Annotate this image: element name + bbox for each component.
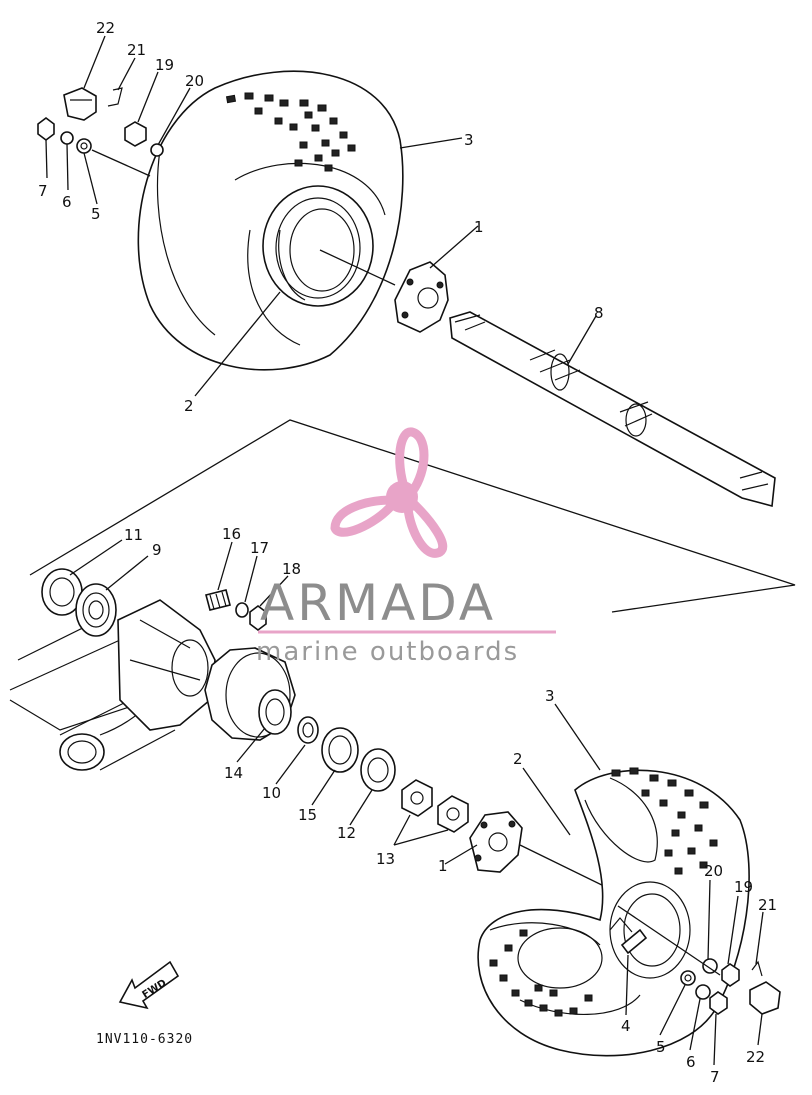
label-20-lower: 20	[704, 862, 723, 880]
label-4: 4	[621, 1017, 631, 1035]
armada-watermark: ARMADA marine outboards	[256, 427, 556, 667]
brake-hub-part-14	[204, 647, 296, 741]
hub-part-1-upper	[394, 261, 449, 333]
collar-part-10	[297, 716, 319, 744]
watermark-tagline: marine outboards	[256, 637, 519, 667]
axle-housing	[117, 599, 216, 731]
label-10: 10	[262, 784, 281, 802]
label-12: 12	[337, 824, 356, 842]
label-9: 9	[152, 541, 162, 559]
label-18: 18	[282, 560, 301, 578]
label-6-upper: 6	[62, 193, 72, 211]
label-22-upper: 22	[96, 19, 115, 37]
label-17: 17	[250, 539, 269, 557]
label-2-upper: 2	[184, 397, 194, 415]
label-8: 8	[594, 304, 604, 322]
label-1-lower: 1	[438, 857, 448, 875]
label-21-lower: 21	[758, 896, 777, 914]
stud-part-4	[620, 928, 648, 955]
axle-part-8	[449, 311, 776, 508]
label-13: 13	[376, 850, 395, 868]
label-15: 15	[298, 806, 317, 824]
label-3-lower: 3	[545, 687, 555, 705]
label-2-lower: 2	[513, 750, 523, 768]
tire-part-3-lower	[477, 767, 750, 1057]
seal-part-12	[360, 748, 396, 792]
bearing-part-9	[75, 583, 117, 637]
label-7-lower: 7	[710, 1068, 720, 1086]
upper-wheel-assembly	[37, 35, 776, 508]
hardware-16-17-18	[205, 589, 267, 631]
label-6-lower: 6	[686, 1053, 696, 1071]
label-19-upper: 19	[155, 56, 174, 74]
drawing-code: 1NV110-6320	[96, 1032, 193, 1047]
label-7-upper: 7	[38, 182, 48, 200]
hub-part-1-lower	[469, 811, 613, 891]
label-3-upper: 3	[464, 131, 474, 149]
lower-axle-housing-assembly	[9, 568, 469, 833]
cap-part-22-upper	[63, 87, 97, 121]
label-21-upper: 21	[127, 41, 146, 59]
label-16: 16	[222, 525, 241, 543]
leader-lines-upper	[45, 35, 597, 397]
label-14: 14	[224, 764, 243, 782]
leader-lines-lower	[69, 539, 764, 1066]
label-5-upper: 5	[91, 205, 101, 223]
assembly-frame	[29, 419, 796, 613]
watermark-brand: ARMADA	[260, 574, 496, 632]
nuts-part-13	[401, 779, 469, 833]
label-5-lower: 5	[656, 1038, 666, 1056]
hardware-parts-upper	[37, 87, 164, 157]
tire-part-3-upper	[137, 70, 404, 371]
label-22-lower: 22	[746, 1048, 765, 1066]
label-1-upper: 1	[474, 218, 484, 236]
fwd-arrow-icon: FWD	[118, 960, 180, 1010]
cap-part-22-lower	[749, 981, 781, 1015]
label-20-upper: 20	[185, 72, 204, 90]
label-19-lower: 19	[734, 878, 753, 896]
label-11: 11	[124, 526, 143, 544]
callout-labels: 22 21 19 20 7 6 5 3 1 8 2 11 9 16 17 18 …	[38, 19, 777, 1086]
propeller-logo-icon	[330, 427, 448, 558]
hardware-parts-lower	[680, 958, 781, 1015]
bearing-part-15	[321, 727, 359, 773]
lower-wheel-assembly	[477, 767, 781, 1057]
